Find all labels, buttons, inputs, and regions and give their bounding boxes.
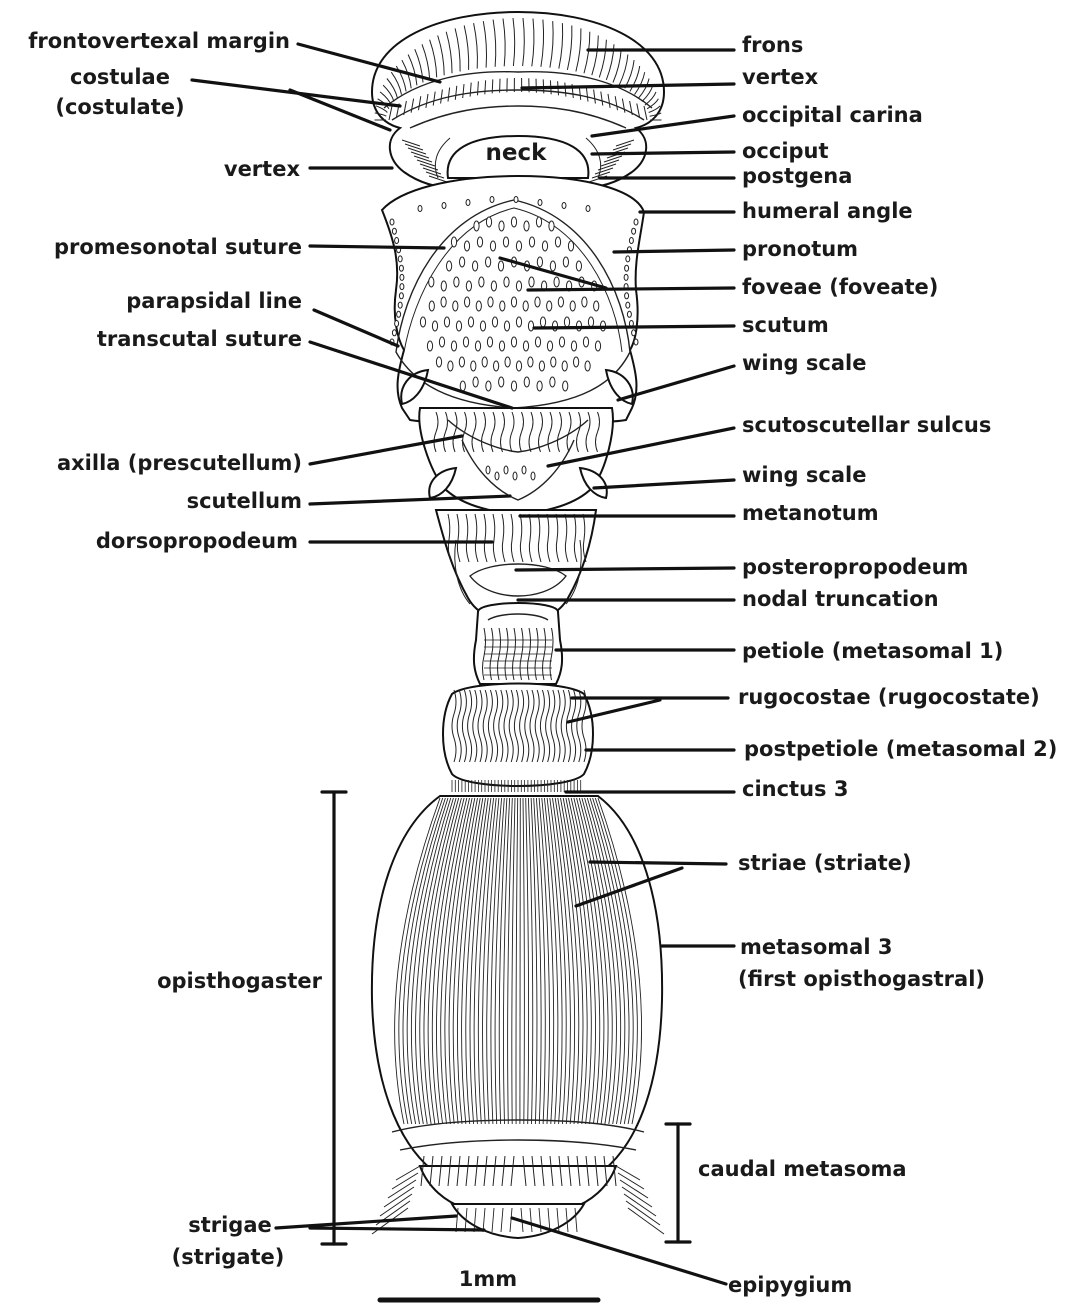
label-wing-scale-2: wing scale: [742, 463, 866, 487]
label-strigae: strigae: [188, 1213, 272, 1237]
label-nodal-truncation: nodal truncation: [742, 587, 939, 611]
leader-strigae-b: [310, 1228, 484, 1230]
label-strigate: (strigate): [172, 1245, 285, 1269]
label-occipital-carina: occipital carina: [742, 103, 923, 127]
label-opisthogaster: opisthogaster: [157, 969, 323, 993]
leader-wing-scale-2: [594, 480, 734, 488]
label-scutoscutellar-sulcus: scutoscutellar sulcus: [742, 413, 991, 437]
neck-label: neck: [486, 140, 548, 166]
label-costulae: costulae: [70, 65, 170, 89]
leader-scutum: [534, 326, 734, 328]
label-vertex-left: vertex: [224, 157, 301, 181]
ant-body-drawing: neck: [372, 12, 664, 1238]
label-scale-bar: 1mm: [459, 1267, 517, 1291]
label-frontovertexal-margin: frontovertexal margin: [28, 29, 290, 53]
leader-occiput: [592, 152, 734, 154]
label-rugocostae: rugocostae (rugocostate): [738, 685, 1040, 709]
label-striae: striae (striate): [738, 851, 912, 875]
label-foveae: foveae (foveate): [742, 275, 938, 299]
label-postpetiole: postpetiole (metasomal 2): [744, 737, 1057, 761]
label-transcutal-suture: transcutal suture: [97, 327, 302, 351]
label-wing-scale-1: wing scale: [742, 351, 866, 375]
leader-foveae-b: [528, 288, 734, 290]
label-metasomal-3: metasomal 3: [740, 935, 892, 959]
label-promesonotal-suture: promesonotal suture: [54, 235, 302, 259]
petiole: [474, 603, 562, 684]
label-caudal-metasoma: caudal metasoma: [698, 1157, 907, 1181]
leader-strigae-a: [276, 1216, 456, 1228]
label-vertex-right: vertex: [742, 65, 819, 89]
label-cinctus: cinctus 3: [742, 777, 848, 801]
leader-promesonotal: [310, 246, 444, 248]
leader-parapsidal: [314, 310, 398, 346]
leader-posteropropodeum: [516, 568, 734, 570]
label-occiput: occiput: [742, 139, 829, 163]
label-costulate: (costulate): [55, 95, 184, 119]
label-petiole: petiole (metasomal 1): [742, 639, 1003, 663]
label-scutellum: scutellum: [187, 489, 302, 513]
label-humeral-angle: humeral angle: [742, 199, 913, 223]
leader-pronotum: [614, 250, 734, 252]
label-postgena: postgena: [742, 164, 852, 188]
leader-epipygium: [512, 1218, 726, 1284]
head: neck: [372, 12, 664, 188]
label-pronotum: pronotum: [742, 237, 858, 261]
label-parapsidal-line: parapsidal line: [126, 289, 302, 313]
label-frons: frons: [742, 33, 803, 57]
label-axilla: axilla (prescutellum): [57, 451, 302, 475]
label-first-opisthogastral: (first opisthogastral): [738, 967, 985, 991]
label-posteropropodeum: posteropropodeum: [742, 555, 968, 579]
label-metanotum: metanotum: [742, 501, 879, 525]
label-epipygium: epipygium: [728, 1273, 852, 1297]
postpetiole: [443, 684, 593, 793]
label-dorsopropodeum: dorsopropodeum: [96, 529, 298, 553]
mesosoma: [382, 176, 644, 422]
leader-striae-a: [590, 862, 726, 864]
label-scutum: scutum: [742, 313, 829, 337]
